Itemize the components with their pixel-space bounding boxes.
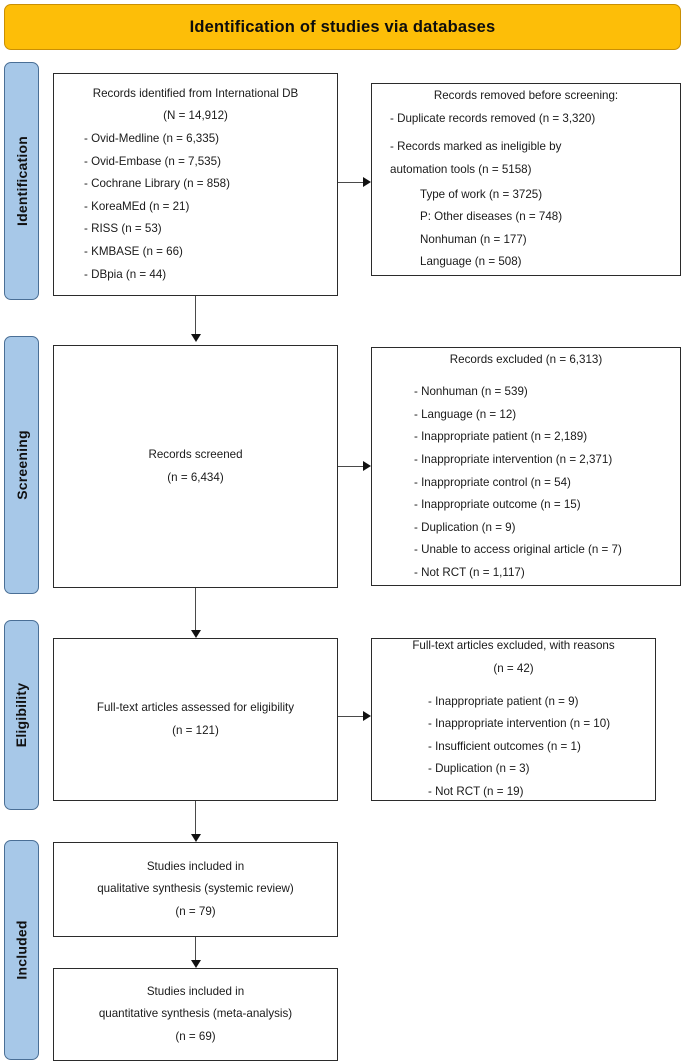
box-records-screened: Records screened (n = 6,434) xyxy=(53,345,338,588)
box-line: - Ovid-Medline (n = 6,335) xyxy=(84,132,219,146)
stage-label-included: Included xyxy=(13,920,30,980)
box-records-excluded: Records excluded (n = 6,313) - Nonhuman … xyxy=(371,347,681,586)
box-line: - Records marked as ineligible by xyxy=(390,140,562,154)
arrowhead-qualitative-to-quantitative xyxy=(191,960,201,968)
arrowhead-fulltext-to-qualitative xyxy=(191,834,201,842)
box-line: - Inappropriate patient (n = 9) xyxy=(428,694,579,708)
arrowhead-identified-to-removed xyxy=(363,177,371,187)
box-line: - Nonhuman (n = 539) xyxy=(414,385,528,399)
box-line: Records identified from International DB xyxy=(92,86,299,100)
box-line: - RISS (n = 53) xyxy=(84,222,162,236)
box-line: - Inappropriate control (n = 54) xyxy=(414,475,571,489)
connector-fulltext-to-qualitative xyxy=(195,801,197,834)
box-line: automation tools (n = 5158) xyxy=(390,162,532,176)
box-line: - KoreaMEd (n = 21) xyxy=(84,199,190,213)
box-line: (n = 6,434) xyxy=(167,470,224,484)
connector-fulltext-to-excluded xyxy=(338,716,364,718)
box-line: Studies included in xyxy=(146,984,245,998)
box-records-identified: Records identified from International DB… xyxy=(53,73,338,296)
box-line: - Duplication (n = 9) xyxy=(414,520,516,534)
stage-label-eligibility: Eligibility xyxy=(13,682,30,748)
box-line: - Unable to access original article (n =… xyxy=(414,543,622,557)
box-line: Nonhuman (n = 177) xyxy=(420,232,527,246)
box-qualitative-synthesis: Studies included in qualitative synthesi… xyxy=(53,842,338,937)
box-line: - Insufficient outcomes (n = 1) xyxy=(428,739,581,753)
stage-label-screening: Screening xyxy=(13,430,30,500)
box-line: - Duplicate records removed (n = 3,320) xyxy=(390,111,596,125)
box-line: - Inappropriate intervention (n = 2,371) xyxy=(414,452,613,466)
arrowhead-identified-to-screened xyxy=(191,334,201,342)
box-line: Language (n = 508) xyxy=(420,255,522,269)
box-line: - Ovid-Embase (n = 7,535) xyxy=(84,154,221,168)
box-line: (n = 42) xyxy=(493,662,534,676)
box-line: (n = 69) xyxy=(175,1029,216,1043)
page-title: Identification of studies via databases xyxy=(189,17,496,36)
box-line: Records excluded (n = 6,313) xyxy=(449,352,603,366)
stage-pill-identification: Identification xyxy=(4,62,39,300)
box-fulltext-assessed: Full-text articles assessed for eligibil… xyxy=(53,638,338,801)
box-line: Full-text articles excluded, with reason… xyxy=(412,639,615,653)
box-line: Records removed before screening: xyxy=(433,89,619,103)
box-line: (n = 121) xyxy=(172,723,219,737)
box-line: - Not RCT (n = 19) xyxy=(428,784,524,798)
box-line: - Language (n = 12) xyxy=(414,407,517,421)
box-records-removed-before-screening: Records removed before screening: - Dupl… xyxy=(371,83,681,276)
box-line: - DBpia (n = 44) xyxy=(84,267,167,281)
stage-pill-included: Included xyxy=(4,840,39,1060)
box-line: - Not RCT (n = 1,117) xyxy=(414,565,525,579)
arrowhead-screened-to-excluded xyxy=(363,461,371,471)
box-line: - Duplication (n = 3) xyxy=(428,762,530,776)
box-line: - Cochrane Library (n = 858) xyxy=(84,177,230,191)
box-line: Records screened xyxy=(148,447,243,461)
box-line: qualitative synthesis (systemic review) xyxy=(97,882,294,896)
connector-identified-to-removed xyxy=(338,182,364,184)
box-line: (n = 79) xyxy=(175,904,216,918)
box-line: - Inappropriate patient (n = 2,189) xyxy=(414,430,588,444)
connector-screened-to-fulltext xyxy=(195,588,197,630)
box-quantitative-synthesis: Studies included in quantitative synthes… xyxy=(53,968,338,1061)
box-line: P: Other diseases (n = 748) xyxy=(420,210,563,224)
box-line: Studies included in xyxy=(146,859,245,873)
box-line: - KMBASE (n = 66) xyxy=(84,244,183,258)
stage-pill-eligibility: Eligibility xyxy=(4,620,39,810)
box-line: Full-text articles assessed for eligibil… xyxy=(96,700,295,714)
box-line: (N = 14,912) xyxy=(163,109,228,123)
stage-label-identification: Identification xyxy=(13,136,30,226)
box-line: - Inappropriate intervention (n = 10) xyxy=(428,717,611,731)
box-line: quantitative synthesis (meta-analysis) xyxy=(98,1007,293,1021)
box-line: Type of work (n = 3725) xyxy=(420,187,543,201)
diagram-header-banner: Identification of studies via databases xyxy=(4,4,681,50)
arrowhead-screened-to-fulltext xyxy=(191,630,201,638)
arrowhead-fulltext-to-excluded xyxy=(363,711,371,721)
stage-pill-screening: Screening xyxy=(4,336,39,594)
connector-identified-to-screened xyxy=(195,296,197,334)
box-fulltext-excluded: Full-text articles excluded, with reason… xyxy=(371,638,656,801)
connector-screened-to-excluded xyxy=(338,466,364,468)
box-line: - Inappropriate outcome (n = 15) xyxy=(414,498,581,512)
connector-qualitative-to-quantitative xyxy=(195,937,197,960)
